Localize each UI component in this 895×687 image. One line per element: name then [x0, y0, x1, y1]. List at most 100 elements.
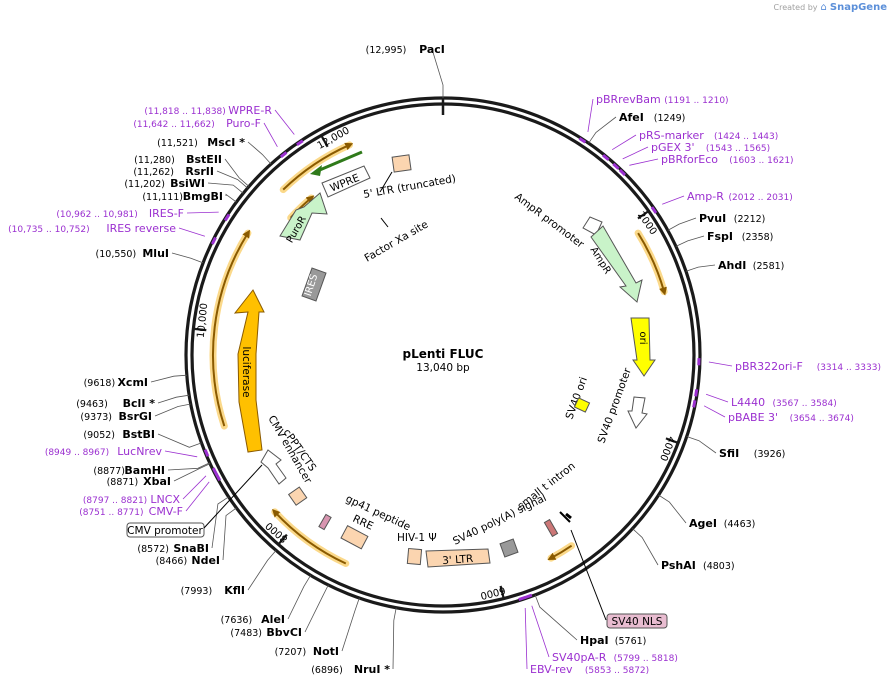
primer-site[interactable]: IRES-F(10,962 .. 10,981): [56, 207, 231, 222]
enzyme-leader: [632, 528, 659, 566]
primer-site[interactable]: CMV-F(8751 .. 8771): [79, 473, 222, 518]
enzyme-site[interactable]: NotI (7207): [275, 597, 360, 658]
enzyme-name: RsrII: [185, 165, 214, 178]
enzyme-site[interactable]: AfeI(1249): [588, 111, 686, 144]
primer-site[interactable]: pBRforEco(1603 .. 1621): [618, 153, 794, 177]
enzyme-position: (11,280): [134, 155, 175, 166]
hiv-psi-box: [406, 547, 423, 566]
enzyme-site[interactable]: AhdI(2581): [685, 259, 784, 272]
credit-brand: SnapGene: [829, 2, 887, 13]
primer-site[interactable]: IRES reverse(10,735 .. 10,752): [8, 222, 217, 245]
enzyme-position: (11,262): [133, 167, 174, 178]
primer-site[interactable]: Amp-R(2012 .. 2031): [650, 190, 793, 214]
enzyme-site[interactable]: PshAI(4803): [632, 528, 735, 572]
enzyme-name: BbvCI: [266, 626, 302, 639]
enzyme-site[interactable]: BmgBI(11,111): [142, 190, 237, 203]
primer-site[interactable]: SV40pA-R(5799 .. 5818): [524, 593, 678, 664]
primer-position: (11,642 .. 11,662): [133, 120, 214, 130]
gp41-box: [318, 513, 332, 531]
enzyme-site[interactable]: BsiWI(11,202): [124, 177, 244, 194]
ruler-tick: [665, 437, 678, 444]
enzyme-leader: [224, 158, 250, 187]
primer-site[interactable]: LucNrev(8949 .. 8967): [45, 445, 210, 458]
sv40-polya-label: SV40 poly(A) signal: [451, 492, 548, 548]
primer-site[interactable]: pBR322ori-F(3314 .. 3333): [697, 358, 881, 373]
enzyme-site[interactable]: BstBI(9052): [83, 428, 202, 448]
enzyme-site[interactable]: KflI(7993): [181, 550, 277, 597]
primer-mark: [618, 168, 627, 177]
enzyme-site[interactable]: RsrII (11,262): [133, 165, 248, 189]
enzyme-site[interactable]: BstEII(11,280): [134, 153, 250, 187]
primer-mark: [692, 400, 697, 408]
sv40-arc: [547, 544, 573, 560]
primer-mark: [524, 593, 533, 599]
enzyme-name: BmgBI: [183, 190, 223, 203]
primer-leader: [186, 211, 219, 214]
primer-site[interactable]: Puro-F(11,642 .. 11,662): [133, 117, 288, 159]
primer-leader: [531, 605, 550, 658]
enzyme-site[interactable]: XcmI(9618): [84, 374, 187, 389]
enzyme-name: PacI: [419, 43, 445, 56]
enzyme-site[interactable]: BamHI(8877): [93, 462, 210, 477]
enzyme-site[interactable]: BsrGI(9373): [80, 403, 191, 423]
small-t-intron-marker: [559, 511, 572, 523]
enzyme-name: BsiWI: [170, 177, 205, 190]
primer-leader: [611, 134, 637, 151]
ruler-tick: [637, 210, 649, 220]
sv40-promoter-label: SV40 promoter: [596, 366, 635, 445]
enzyme-site[interactable]: SfiI(3926): [686, 436, 786, 461]
enzyme-leader: [222, 507, 237, 561]
sv40-ori-box: [573, 397, 591, 413]
enzyme-position: (7207): [275, 647, 307, 658]
ruler-tick: [499, 585, 505, 598]
enzyme-name: BamHI: [124, 464, 165, 477]
plasmid-name: pLenti FLUC: [403, 347, 484, 361]
enzyme-position: (8466): [156, 556, 188, 567]
enzyme-position: (6896): [311, 665, 343, 676]
primer-name: IRES reverse: [106, 222, 176, 235]
primer-site[interactable]: pBABE 3'(3654 .. 3674): [692, 400, 854, 424]
primer-site[interactable]: LNCX(8797 .. 8821): [83, 467, 218, 506]
enzyme-site[interactable]: MluI(10,550): [96, 247, 204, 264]
luciferase-label: luciferase: [240, 346, 252, 397]
enzyme-name: KflI: [224, 584, 245, 597]
enzyme-site[interactable]: BclI *(9463): [76, 394, 190, 410]
plasmid-size: 13,040 bp: [416, 362, 470, 374]
enzyme-site[interactable]: PvuI(2212): [667, 212, 766, 231]
enzyme-site[interactable]: AleI(7636): [221, 575, 311, 626]
ampr-promoter-box: [582, 216, 603, 236]
enzyme-site[interactable]: BbvCI(7483): [230, 584, 329, 639]
primer-site[interactable]: EBV-rev(5853 .. 5872): [518, 595, 649, 676]
primer-site[interactable]: L4440(3567 .. 3584): [694, 389, 837, 409]
primer-site[interactable]: pGEX 3'(1543 .. 1565): [612, 141, 770, 170]
primer-mark: [518, 595, 526, 601]
enzyme-site[interactable]: PacI(12,995): [366, 43, 445, 98]
enzyme-position: (5761): [615, 636, 647, 647]
enzyme-site[interactable]: NruI *(6896): [311, 607, 397, 676]
enzyme-name: NotI: [313, 645, 339, 658]
enzyme-name: HpaI: [580, 634, 609, 647]
enzyme-position: (4803): [703, 561, 735, 572]
gp41-peptide-label: gp41 peptide: [344, 493, 412, 533]
enzyme-position: (2358): [742, 232, 774, 243]
enzyme-site[interactable]: AgeI(4463): [658, 494, 756, 530]
primer-site[interactable]: pBRrevBam(1191 .. 1210): [578, 93, 729, 144]
enzyme-name: XcmI: [117, 376, 148, 389]
enzyme-leader: [225, 193, 237, 203]
enzyme-site[interactable]: NdeI(8466): [156, 507, 237, 567]
primer-site[interactable]: WPRE-R(11,818 .. 11,838): [144, 104, 304, 147]
enzyme-site[interactable]: XbaI(8871): [107, 463, 211, 488]
enzyme-name: XbaI: [143, 475, 171, 488]
enzyme-site[interactable]: SnaBI(8572): [137, 496, 229, 555]
enzyme-position: (3926): [754, 449, 786, 460]
primer-site[interactable]: pRS-marker(1424 .. 1443): [602, 129, 778, 161]
primer-name: pBRrevBam: [596, 93, 661, 106]
primer-position: (8751 .. 8771): [79, 508, 143, 518]
primer-mark: [650, 206, 658, 214]
primer-position: (3567 .. 3584): [773, 399, 837, 409]
enzyme-site[interactable]: FspI(2358): [675, 230, 774, 247]
primer-leader: [703, 405, 726, 418]
sv40-nls-text: SV40 NLS: [612, 616, 663, 628]
enzyme-site[interactable]: HpaI (5761): [534, 594, 647, 647]
enzyme-site[interactable]: MscI *(11,521): [157, 136, 272, 165]
